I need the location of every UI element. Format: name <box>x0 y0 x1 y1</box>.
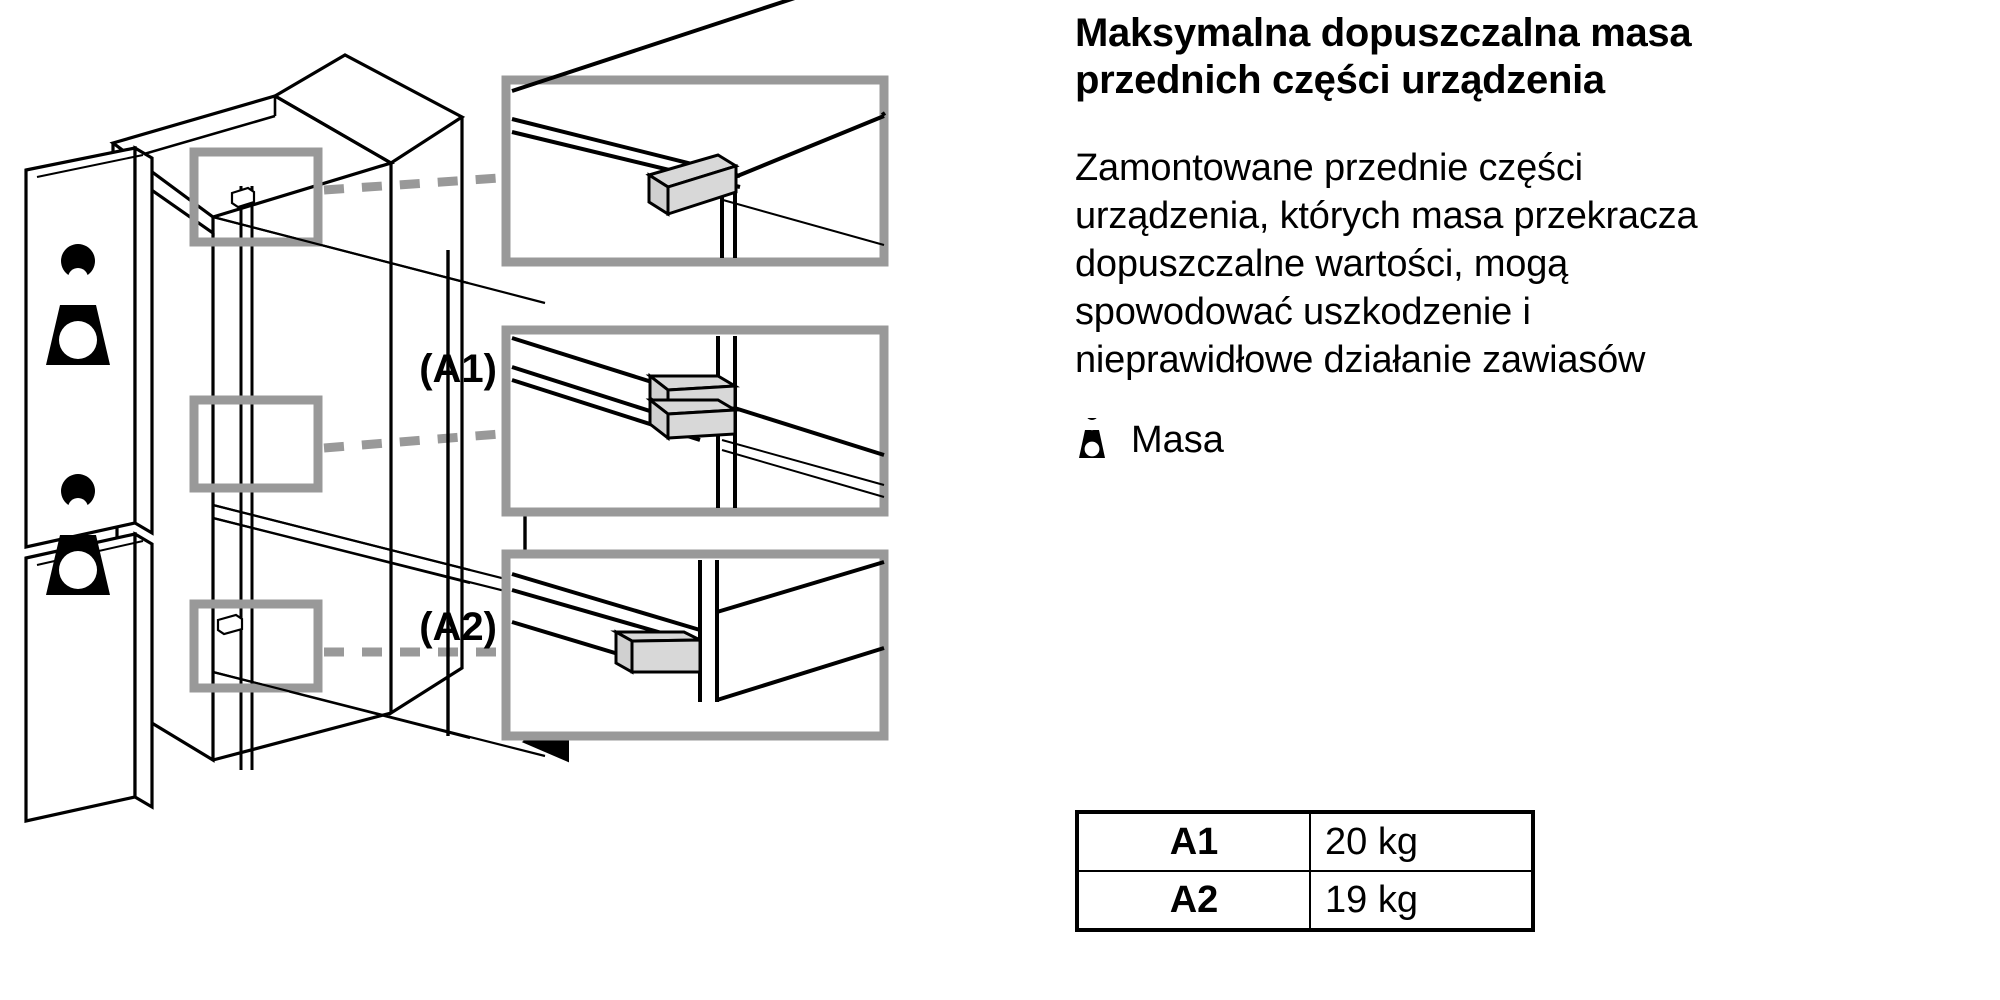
callout-box-bottom <box>189 599 323 693</box>
legend-mass: Masa <box>1075 418 1224 462</box>
description-line-4: spowodować uszkodzenie i <box>1075 290 1531 333</box>
weight-icon-upper-door <box>46 244 110 365</box>
cabinet-top-face-far <box>271 53 466 165</box>
cabinet-bottom-front <box>212 711 392 762</box>
appliance-front-doors <box>24 145 154 823</box>
leader-line-top <box>323 173 501 195</box>
hinge-bracket-nubs <box>216 186 256 636</box>
appliance-diagram: (A1) (A2) <box>24 0 889 823</box>
hinge-bracket-top <box>645 153 740 217</box>
description-line-5: nieprawidłowe działanie zawiasów <box>1075 338 1646 381</box>
description-paragraph: Zamontowane przednie części urządzenia, … <box>1075 145 1975 384</box>
table-row: A2 19 kg <box>1076 870 1534 931</box>
cabinet-right-wall <box>389 117 464 716</box>
text-panel: Maksymalna dopuszczalna masa przednich c… <box>1075 0 2000 1000</box>
callout-box-top <box>189 147 323 247</box>
hinge-bracket-bottom <box>610 629 702 675</box>
lower-door-panel <box>24 531 154 823</box>
cabinet-hinge-column <box>239 186 254 770</box>
page-title-line-2: przednich części urządzenia <box>1075 58 1605 103</box>
detail-view-middle <box>501 325 889 517</box>
description-line-1: Zamontowane przednie części <box>1075 147 1583 189</box>
hinge-bracket-middle-lower <box>645 396 741 442</box>
callout-boxes <box>189 147 323 693</box>
appliance-diagram-svg: (A1) (A2) <box>24 0 889 823</box>
table-cell-key: A2 <box>1076 870 1311 931</box>
leader-line-middle <box>323 429 501 453</box>
weight-icon <box>1079 418 1105 458</box>
callout-box-middle <box>189 395 323 493</box>
table-cell-key: A1 <box>1076 811 1311 872</box>
page-title: Maksymalna dopuszczalna masa przednich c… <box>1075 10 1975 104</box>
legend-mass-label: Masa <box>1131 419 1224 461</box>
table-cell-value: 20 kg <box>1309 811 1534 872</box>
detail-view-top <box>501 0 889 267</box>
table-row: A1 20 kg <box>1076 811 1534 872</box>
dimension-label-a1: (A1) <box>419 347 497 391</box>
dimension-extension-lines <box>212 215 546 758</box>
detail-view-bottom <box>501 549 889 741</box>
dimension-label-a2: (A2) <box>419 605 497 649</box>
description-line-2: urządzenia, których masa przekracza <box>1075 194 1698 237</box>
description-line-3: dopuszczalne wartości, mogą <box>1075 242 1569 285</box>
weight-icon-lower-door <box>46 474 110 595</box>
callout-leader-lines <box>323 173 501 657</box>
mass-limits-table: A1 20 kg A2 19 kg <box>1075 810 1535 932</box>
mass-limits-table-body: A1 20 kg A2 19 kg <box>1076 811 1534 931</box>
page-title-line-1: Maksymalna dopuszczalna masa <box>1075 11 1692 55</box>
table-cell-value: 19 kg <box>1309 870 1534 931</box>
